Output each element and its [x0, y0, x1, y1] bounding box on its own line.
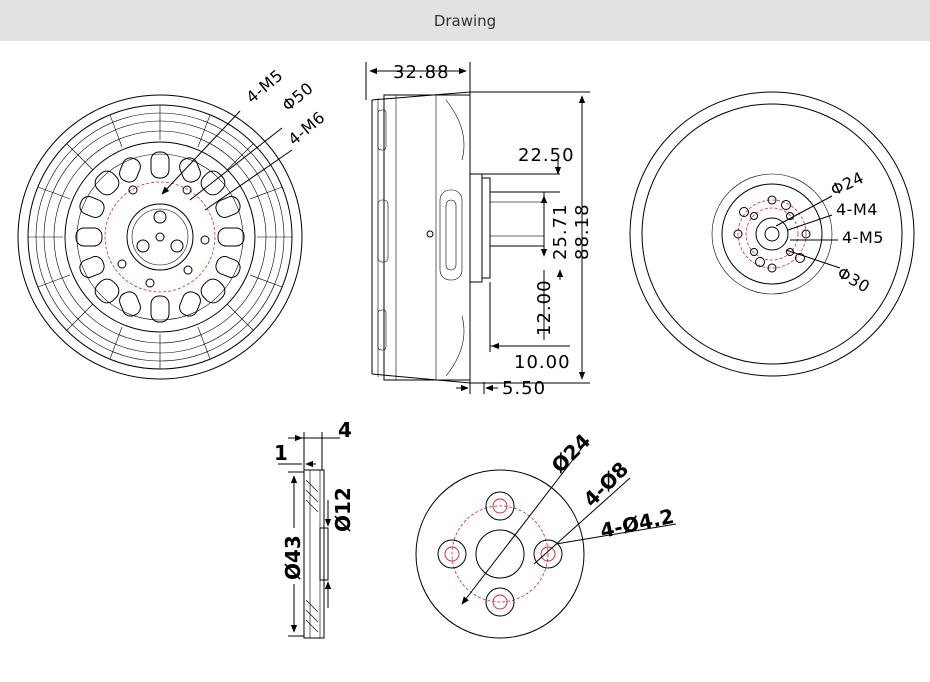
page-title: Drawing — [433, 11, 497, 30]
adapter-label-phi24: Ø24 — [547, 429, 596, 478]
side-dim-shaft-length: 22.50 — [518, 145, 575, 166]
motor-back-view: Φ24 4-M4 4-M5 Φ30 — [629, 91, 915, 377]
adapter-front-view: Ø24 4-Ø8 4-Ø4.2 — [415, 429, 677, 639]
motor-front-view: 4-M5 Φ50 4-M6 — [17, 66, 329, 380]
technical-drawing: 4-M5 Φ50 4-M6 32.88 22.50 — [0, 41, 930, 678]
back-label-phi24: Φ24 — [828, 168, 867, 200]
front-label-phi50: Φ50 — [278, 78, 317, 115]
side-dim-5-5: 5.50 — [502, 378, 546, 399]
side-dim-height: 88.18 — [572, 203, 593, 260]
adapter-dim-1: 1 — [274, 441, 288, 465]
adapter-label-phi8: 4-Ø8 — [579, 457, 634, 512]
side-dim-12: 12.00 — [534, 279, 555, 336]
side-dim-width: 32.88 — [393, 62, 450, 83]
motor-side-view: 32.88 22.50 25.71 88.18 12.00 10.00 5.50 — [365, 62, 593, 399]
adapter-dim-phi12: Ø12 — [331, 487, 355, 532]
adapter-label-phi4-2: 4-Ø4.2 — [598, 504, 676, 543]
adapter-dim-4: 4 — [338, 418, 352, 442]
side-dim-phi25-71: 25.71 — [550, 203, 571, 260]
back-label-m5: 4-M5 — [842, 228, 884, 247]
adapter-side-view: 4 1 Ø12 Ø43 — [274, 418, 355, 639]
back-label-phi30: Φ30 — [834, 263, 873, 297]
side-dim-10: 10.00 — [514, 352, 571, 373]
back-label-m4: 4-M4 — [836, 200, 878, 219]
header-bar: Drawing — [0, 0, 930, 41]
adapter-dim-phi43: Ø43 — [281, 535, 305, 580]
